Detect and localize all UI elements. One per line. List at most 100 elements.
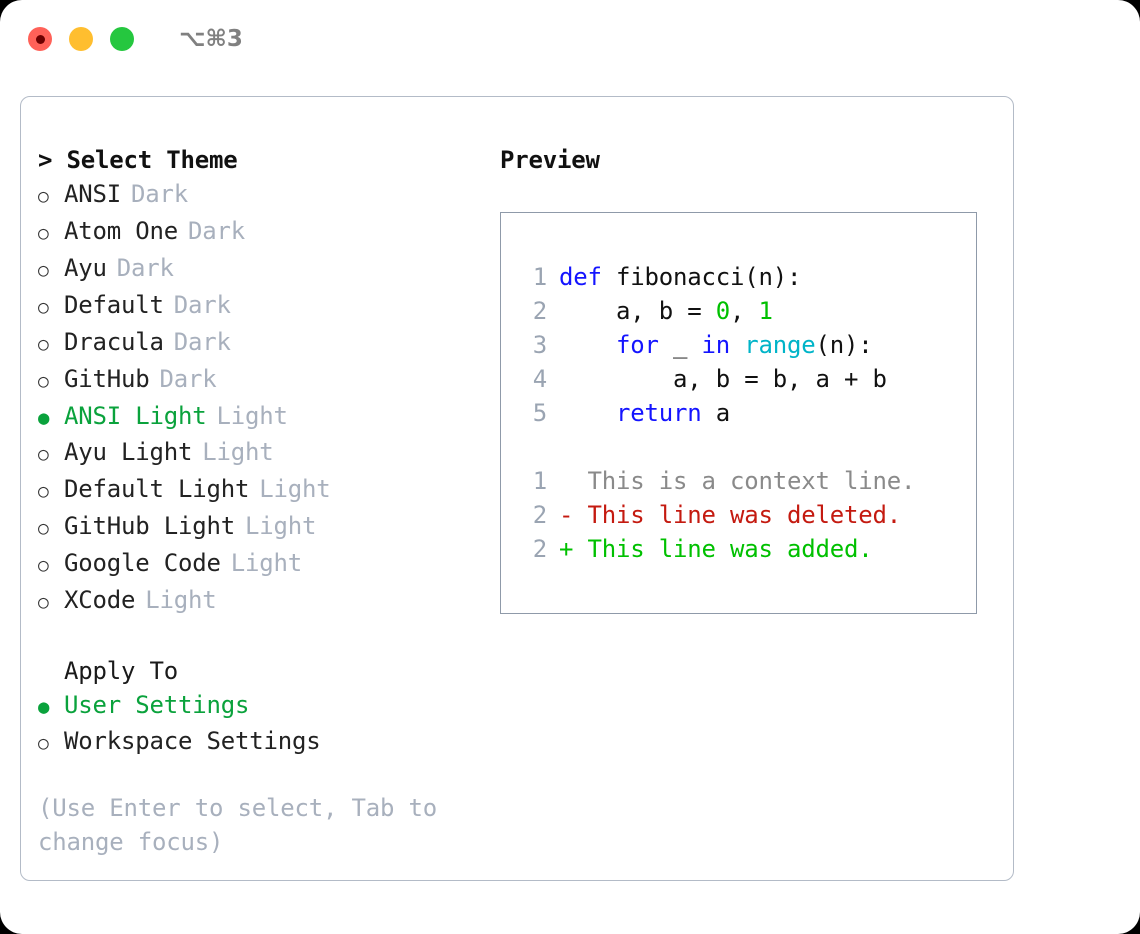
diff-line: 2- This line was deleted. [519,498,976,532]
window-titlebar: ⌥⌘3 [0,0,1140,78]
close-button[interactable] [28,27,52,51]
line-number: 3 [532,331,547,359]
apply-to-list[interactable]: ● User Settings ○Workspace Settings [38,688,500,761]
code-token: range [744,331,816,359]
radio-unselected-icon: ○ [38,555,49,576]
theme-option-variant: Light [230,549,302,577]
theme-option-label: ANSI [64,180,121,208]
theme-option-label: Google Code [64,549,221,577]
line-number: 1 [532,467,547,495]
diff-line: 1 This is a context line. [519,464,976,498]
line-number: 1 [532,263,547,291]
traffic-light-buttons [28,27,134,51]
theme-option-label: Ayu Light [64,438,193,466]
code-token: def [559,263,602,291]
code-text: a, b = 0, 1 [559,294,773,328]
theme-option-label: Default Light [64,475,250,503]
theme-option-variant: Dark [116,254,174,282]
radio-selected-icon: ● [38,407,50,429]
line-number: 2 [532,297,547,325]
maximize-button[interactable] [110,27,134,51]
theme-option-label: GitHub [64,365,150,393]
theme-option-variant: Light [245,512,317,540]
apply-to-option-workspace-settings[interactable]: ○Workspace Settings [38,724,500,761]
radio-unselected-icon: ○ [38,186,49,207]
line-number: 4 [532,365,547,393]
code-text: a, b = b, a + b [559,362,887,396]
theme-option-label: Ayu [64,254,107,282]
keyboard-shortcut-label: ⌥⌘3 [179,25,243,52]
code-token: in [701,331,731,359]
code-token: fibonacci(n): [601,263,802,291]
code-token [730,331,744,359]
theme-option-variant: Light [216,402,288,430]
code-line: 2 a, b = 0, 1 [519,294,976,328]
diff-marker [559,467,588,495]
diff-content: This is a context line. [587,467,916,495]
theme-option-google-code[interactable]: ○ Google Code Light [38,546,500,583]
radio-unselected-icon: ○ [38,371,49,392]
code-text: return a [559,396,730,430]
diff-text: + This line was added. [559,532,873,566]
preview-title: Preview [500,146,600,174]
theme-option-label: Default [64,291,164,319]
theme-option-label: XCode [64,586,136,614]
radio-unselected-icon: ○ [38,260,49,281]
theme-option-label: Dracula [64,328,164,356]
code-token [559,399,616,427]
apply-to-option-label: Workspace Settings [64,727,321,755]
code-token: return [616,399,702,427]
apply-to-heading: Apply To [64,657,178,685]
code-line: 4 a, b = b, a + b [519,362,976,396]
diff-content: This line was added. [587,535,873,563]
code-token: (n): [815,331,873,359]
code-token [559,331,616,359]
theme-option-variant: Dark [188,217,245,245]
diff-marker: + [559,535,588,563]
code-token: 0 [715,297,730,325]
diff-snippet: 1 This is a context line.2- This line wa… [519,464,976,566]
code-token: a [701,399,730,427]
radio-unselected-icon: ○ [38,334,49,355]
apply-to-option-label: User Settings [64,691,250,719]
minimize-button[interactable] [69,27,93,51]
code-line: 5 return a [519,396,976,430]
code-line: 1 def fibonacci(n): [519,260,976,294]
theme-option-variant: Light [202,438,274,466]
radio-unselected-icon: ○ [38,444,49,465]
diff-line: 2+ This line was added. [519,532,976,566]
section-spacer [38,620,500,654]
theme-option-label: GitHub Light [64,512,235,540]
theme-option-label: Atom One [64,217,178,245]
code-text: for _ in range(n): [559,328,873,362]
code-token: for [616,331,659,359]
page-title: > Select Theme [38,146,238,174]
code-spacer [519,430,976,464]
code-token: a, b = [559,297,716,325]
code-text: def fibonacci(n): [559,260,801,294]
theme-option-variant: Dark [173,291,231,319]
apply-to-option-user-settings[interactable]: ● User Settings [38,688,500,724]
theme-option-ayu-light[interactable]: ○ Ayu Light Light [38,435,500,472]
radio-unselected-icon: ○ [38,592,49,613]
theme-option-github-light[interactable]: ○ GitHub Light Light [38,509,500,546]
theme-option-ayu[interactable]: ○ Ayu Dark [38,251,500,288]
diff-text: - This line was deleted. [559,498,901,532]
radio-unselected-icon: ○ [38,518,49,539]
diff-marker: - [559,501,588,529]
radio-selected-icon: ● [38,696,50,718]
code-token: 1 [758,297,773,325]
